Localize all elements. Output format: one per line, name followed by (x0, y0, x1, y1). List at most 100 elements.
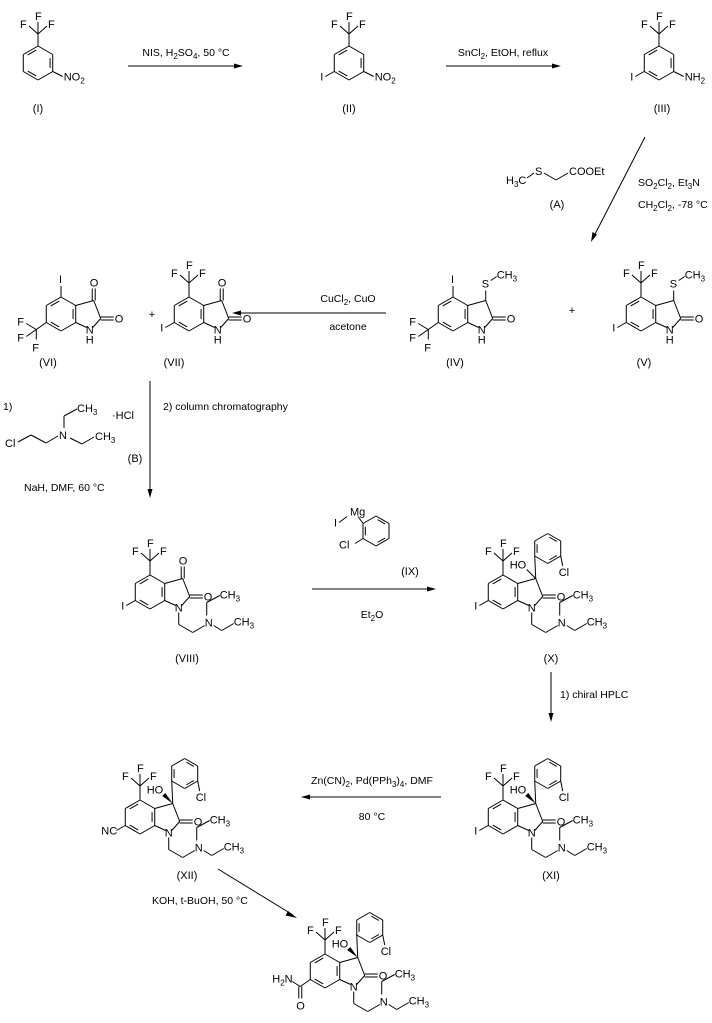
bond (631, 274, 642, 284)
double-bond-inner (338, 49, 348, 56)
bond (69, 437, 83, 445)
compound-IX-ring (375, 538, 390, 547)
compound-X-ethyl-methyl: CH3 (573, 590, 594, 604)
bond (338, 516, 348, 523)
compound-XI-chlorophenyl-ring (547, 780, 561, 789)
compound-XII-chlorine: Cl (196, 792, 206, 804)
compound-XII-ring (139, 799, 155, 809)
compound-IV-fluorine: F (424, 343, 431, 355)
compound-X-chlorophenyl-ring (547, 555, 561, 564)
compound-final-hydroxyl: HO (332, 939, 349, 951)
compound-XII-amine-nitrogen: N (195, 843, 203, 855)
arrow-step-6 (312, 586, 436, 592)
compound-VI-carbonyl-oxygen: O (115, 314, 124, 326)
conditions-step-5-step-2: 2) column chromatography (163, 401, 289, 413)
bond (673, 300, 682, 319)
bond (531, 849, 546, 858)
compound-III-ring (658, 45, 674, 55)
compound-VI-nh-hydrogen: H (86, 335, 94, 347)
compound-VI-ring (46, 296, 62, 306)
compound-IX-ring (362, 515, 377, 524)
compound-VIII-fluorine: F (147, 538, 154, 550)
bond (517, 803, 536, 809)
bond (555, 172, 569, 181)
double-bond-inner (371, 915, 380, 921)
bond (559, 595, 573, 603)
bond (531, 624, 546, 633)
compound-final-ring (324, 979, 340, 989)
compound-V-carbonyl-oxygen: O (695, 314, 704, 326)
arrow-step-3 (591, 136, 646, 242)
label-compound-X: (X) (544, 653, 559, 665)
compound-X-chlorophenyl-ring (547, 533, 561, 542)
compound-XII-ethyl-methyl: CH3 (210, 815, 231, 829)
bond (26, 323, 37, 330)
plus-sign-VI-VII: + (149, 309, 155, 321)
compound-IX-ring (375, 515, 390, 524)
compound-VII-ketone-oxygen: O (218, 278, 227, 290)
bond (467, 322, 479, 328)
arrow-step-8 (301, 794, 441, 800)
compound-II-ring (348, 71, 364, 81)
bond (197, 780, 201, 792)
bond (381, 974, 395, 982)
compound-VI-fluorine: F (17, 333, 24, 345)
bond (534, 596, 544, 606)
bond (25, 329, 37, 337)
bond (93, 300, 102, 319)
compound-VII-fluorine: F (186, 260, 193, 272)
compound-IV-methyl: CH3 (497, 270, 518, 284)
double-bond-inner (371, 934, 380, 940)
conditions-step-8-above: Zn(CN)2, Pd(PPh3)4, DMF (311, 775, 433, 789)
compound-II-ring (334, 71, 350, 81)
bond (635, 71, 645, 77)
bond (292, 981, 301, 987)
compound-VII-ring (174, 322, 190, 332)
bond (63, 408, 78, 417)
double-bond-inner (630, 321, 640, 328)
label-compound-VI: (VI) (39, 357, 57, 369)
compound-XII-ring (125, 825, 141, 835)
compound-XII-chlorophenyl-ring (171, 758, 185, 767)
compound-A-methyl: H3C (506, 175, 526, 189)
double-bond-inner (50, 300, 60, 307)
bond (526, 569, 537, 579)
compound-XI-hydroxyl: HO (510, 785, 527, 797)
compound-VII-iodine: I (160, 323, 163, 335)
compound-final-chlorophenyl-ring (356, 934, 370, 943)
label-compound-B: (B) (128, 453, 143, 465)
conditions-step-5-reagents: NaH, DMF, 60 °C (24, 482, 105, 494)
compound-V-fluorine: F (651, 268, 658, 280)
compound-IV-fluorine: F (409, 333, 416, 345)
compound-XI-amine-nitrogen: N (558, 843, 566, 855)
bond (418, 323, 429, 330)
bond (221, 623, 234, 631)
plus-sign-IV-V: + (569, 305, 575, 317)
compound-IV-ring (452, 296, 468, 306)
compound-X-ring (488, 574, 504, 584)
compound-II-fluorine: F (359, 19, 366, 31)
compound-VI-fluorine: F (17, 317, 24, 329)
compound-I-ring (37, 45, 53, 55)
double-bond-inner (129, 803, 139, 810)
arrow-step-7 (548, 672, 554, 722)
bond (30, 434, 47, 444)
compound-VII-nh-hydrogen: H (214, 335, 222, 347)
compound-XI-iodine: I (474, 826, 477, 838)
double-bond-inner (492, 824, 502, 831)
compound-XI-chlorophenyl-ring (534, 780, 548, 789)
bond (655, 322, 667, 328)
compound-IV-sulfur: S (482, 279, 489, 291)
bond (188, 274, 199, 284)
bond (213, 625, 222, 631)
bond (17, 434, 32, 443)
bond (655, 300, 674, 306)
double-bond-inner (549, 555, 558, 561)
compound-V-ring (626, 296, 642, 306)
conditions-step-7: 1) chiral HPLC (560, 689, 629, 701)
compound-XII-chlorophenyl-ring (184, 780, 198, 789)
double-bond-inner (186, 761, 195, 767)
bond (165, 322, 175, 328)
compound-III-fluorine: F (669, 19, 676, 31)
compound-VII-fluorine: F (199, 268, 206, 280)
